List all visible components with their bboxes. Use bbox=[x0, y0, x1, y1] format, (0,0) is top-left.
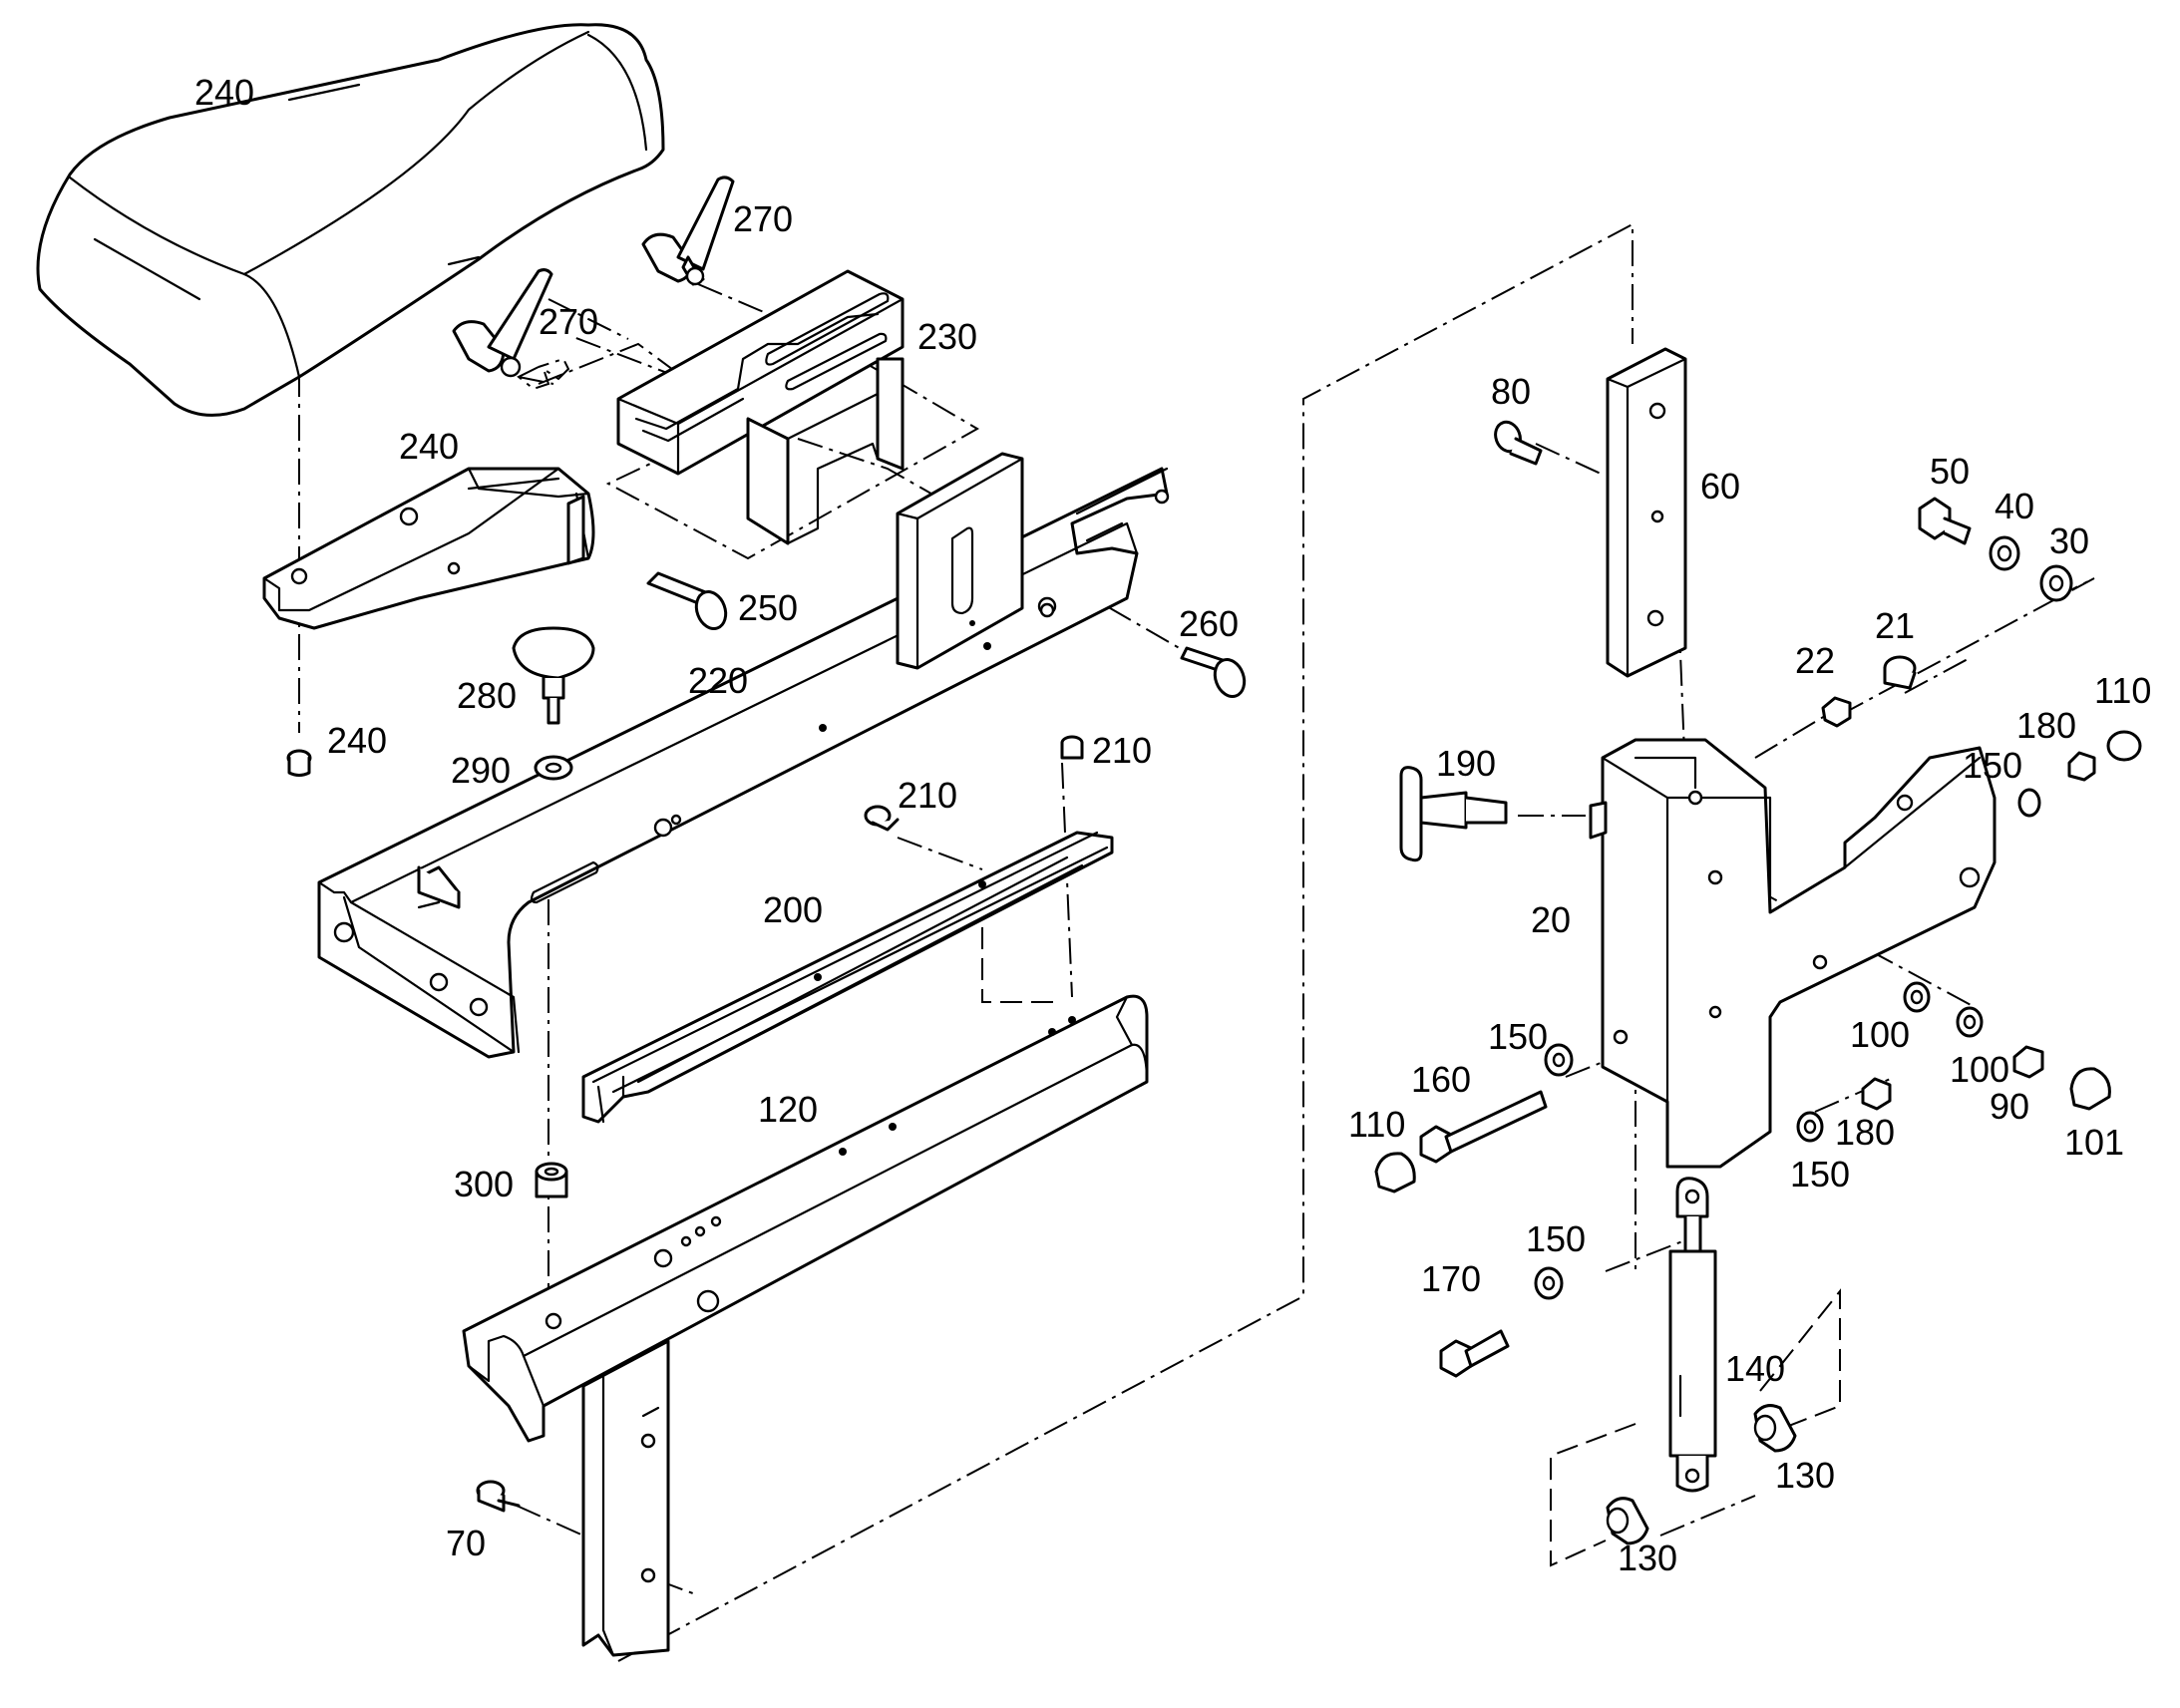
label-170: 170 bbox=[1421, 1258, 1481, 1299]
label-50: 50 bbox=[1930, 451, 1970, 492]
label-150-d: 150 bbox=[1526, 1218, 1586, 1259]
part-60-bar bbox=[1606, 347, 1687, 678]
part-270-lever-lower bbox=[452, 268, 553, 378]
label-150-c: 150 bbox=[1790, 1154, 1850, 1195]
label-180-a: 180 bbox=[2016, 705, 2076, 746]
label-240-cushion: 240 bbox=[194, 72, 254, 113]
label-200: 200 bbox=[763, 889, 823, 930]
label-280: 280 bbox=[457, 675, 517, 716]
label-110-b: 110 bbox=[1348, 1104, 1405, 1145]
part-130-spacer-b bbox=[1606, 1497, 1649, 1545]
part-180-nut-a bbox=[2067, 751, 2096, 782]
label-100-b: 100 bbox=[1950, 1049, 2009, 1090]
label-190: 190 bbox=[1436, 743, 1496, 784]
part-260-upright bbox=[896, 452, 1055, 670]
part-100-washer-b bbox=[1956, 1006, 1984, 1038]
part-280-knob bbox=[512, 626, 595, 725]
part-80-pin bbox=[1494, 420, 1543, 466]
part-150-washer-b bbox=[1544, 1043, 1574, 1077]
part-150-washer-d bbox=[1534, 1266, 1564, 1300]
part-140-gas-spring bbox=[1668, 1177, 1717, 1493]
part-230-bracket bbox=[616, 269, 905, 545]
part-labels: 240 270 270 230 240 250 260 220 280 240 … bbox=[194, 72, 2151, 1578]
label-180-b: 180 bbox=[1835, 1112, 1895, 1153]
part-170-bolt bbox=[1439, 1329, 1510, 1378]
label-120: 120 bbox=[758, 1089, 818, 1130]
part-160-bolt bbox=[1419, 1090, 1548, 1164]
label-21: 21 bbox=[1875, 605, 1915, 646]
part-22-nut bbox=[1821, 696, 1852, 728]
part-20-bracket bbox=[1589, 738, 1997, 1169]
part-200-slide bbox=[581, 831, 1114, 1124]
label-290: 290 bbox=[451, 750, 511, 791]
label-30: 30 bbox=[2049, 520, 2089, 561]
label-210-a: 210 bbox=[1092, 730, 1152, 771]
label-250: 250 bbox=[738, 587, 798, 628]
label-240-plate: 240 bbox=[399, 426, 459, 467]
part-190-handle bbox=[1399, 766, 1508, 862]
label-230: 230 bbox=[917, 316, 977, 357]
part-240-plate bbox=[262, 467, 595, 630]
part-250-pin bbox=[646, 571, 728, 630]
part-270-lever-upper bbox=[641, 175, 735, 286]
label-300: 300 bbox=[454, 1164, 514, 1204]
label-150-a: 150 bbox=[1963, 745, 2022, 786]
part-180-nut-b bbox=[1861, 1077, 1892, 1111]
label-60: 60 bbox=[1700, 466, 1740, 507]
part-290-washer bbox=[534, 755, 573, 781]
label-40: 40 bbox=[1995, 486, 2034, 526]
label-260: 260 bbox=[1179, 603, 1239, 644]
label-220: 220 bbox=[688, 660, 748, 701]
label-210-b: 210 bbox=[898, 775, 957, 816]
label-100-a: 100 bbox=[1850, 1014, 1910, 1055]
label-160: 160 bbox=[1411, 1059, 1471, 1100]
label-240-screw: 240 bbox=[327, 720, 387, 761]
label-20: 20 bbox=[1531, 899, 1571, 940]
part-150-washer-c bbox=[1796, 1111, 1824, 1143]
label-110-a: 110 bbox=[2094, 670, 2151, 711]
part-100-washer-a bbox=[1903, 981, 1931, 1013]
part-110-cap-b bbox=[1374, 1152, 1416, 1194]
label-150-b: 150 bbox=[1488, 1016, 1548, 1057]
label-22: 22 bbox=[1795, 640, 1835, 681]
part-90-nut bbox=[2012, 1045, 2044, 1079]
part-150-washer-a bbox=[2017, 788, 2041, 818]
label-270-upper: 270 bbox=[733, 198, 793, 239]
part-240-screw bbox=[286, 749, 312, 777]
label-90: 90 bbox=[1990, 1086, 2029, 1127]
part-130-spacer-a bbox=[1753, 1404, 1797, 1453]
part-30-washer bbox=[2039, 564, 2073, 602]
part-260-pin bbox=[1180, 646, 1247, 698]
part-40-washer bbox=[1989, 535, 2020, 571]
label-130-b: 130 bbox=[1618, 1537, 1677, 1578]
part-70-bolt bbox=[476, 1480, 521, 1513]
part-101-cap bbox=[2069, 1067, 2111, 1111]
part-110-cap-a bbox=[2106, 730, 2142, 762]
part-210-screw-a bbox=[1060, 735, 1084, 760]
part-210-screw-b bbox=[864, 805, 900, 832]
part-120-channel bbox=[462, 994, 1149, 1657]
label-130-a: 130 bbox=[1775, 1455, 1835, 1496]
label-70: 70 bbox=[446, 1523, 486, 1563]
part-21-bolt bbox=[1883, 655, 1917, 690]
label-101: 101 bbox=[2064, 1122, 2124, 1163]
part-50-bolt bbox=[1918, 497, 1972, 545]
label-80: 80 bbox=[1491, 371, 1531, 412]
dashed-brackets bbox=[981, 927, 1841, 1567]
label-140: 140 bbox=[1725, 1348, 1785, 1389]
label-270-lower: 270 bbox=[539, 301, 598, 342]
part-240-cushion bbox=[36, 23, 665, 417]
part-300-spacer bbox=[535, 1162, 568, 1198]
